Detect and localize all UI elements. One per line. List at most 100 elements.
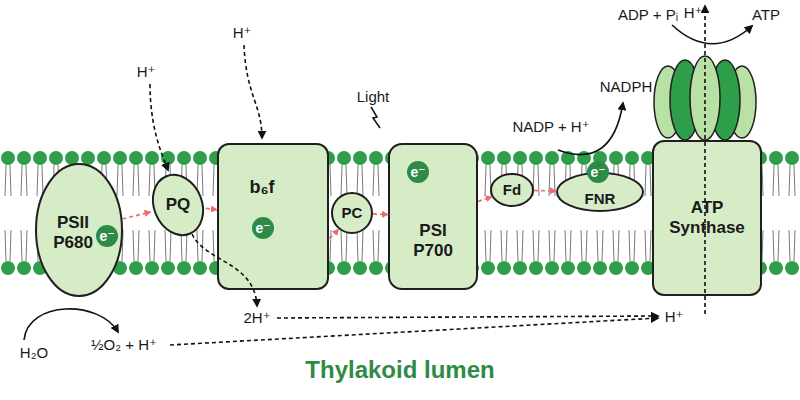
lipid-head <box>529 151 543 165</box>
chemical-label: H₂O <box>20 344 48 361</box>
lipid-tail <box>330 165 331 196</box>
lipid-tail <box>549 230 550 261</box>
lipid-tail <box>554 165 555 196</box>
proton-arrow <box>150 84 168 170</box>
lipid-tail <box>762 230 763 261</box>
reaction-arrow <box>672 25 752 44</box>
lipid-tail <box>789 165 790 196</box>
electron-path <box>329 229 338 237</box>
lipid-head <box>193 151 207 165</box>
lipid-head <box>129 261 143 275</box>
lipid-tail <box>485 230 486 261</box>
lipid-tail <box>794 230 795 261</box>
lipid-tail <box>10 230 11 261</box>
electron-label: e⁻ <box>590 164 605 181</box>
proton-arrow <box>244 45 262 138</box>
lipid-head <box>49 151 63 165</box>
lipid-tail <box>618 230 619 261</box>
lipid-head <box>81 151 95 165</box>
protein-complex: PQ <box>150 172 206 238</box>
lipid-tail <box>581 230 582 261</box>
lipid-tail <box>773 230 774 261</box>
shape-fill <box>491 174 533 206</box>
lipid-head <box>161 151 175 165</box>
lipid-tail <box>138 230 139 261</box>
lipid-tail <box>762 165 763 196</box>
lipid-head <box>561 261 575 275</box>
lipid-head <box>577 261 591 275</box>
chemical-label: H⁺ <box>233 24 252 42</box>
lipid-tail <box>506 230 507 261</box>
lipid-tail <box>378 165 379 196</box>
shape-fill <box>252 217 274 239</box>
lipid-tail <box>10 165 11 196</box>
lipid-tail <box>213 165 214 196</box>
lipid-tail <box>346 230 347 261</box>
lipid-head <box>177 151 191 165</box>
proton-arrow <box>192 234 257 306</box>
lipid-head <box>369 261 383 275</box>
lipid-tail <box>602 230 603 261</box>
lipid-head <box>529 261 543 275</box>
chemical-label: NADP + H⁺ <box>512 118 589 136</box>
lipid-tail <box>789 230 790 261</box>
lipid-tail <box>21 165 22 196</box>
lipid-tail <box>117 165 118 196</box>
lipid-head <box>17 151 31 165</box>
lipid-head <box>481 151 495 165</box>
proton-arrow <box>277 316 658 318</box>
chemical-label: ADP + Pᵢ <box>618 6 678 23</box>
shape-fill <box>332 193 372 233</box>
lipid-tail <box>490 230 491 261</box>
electron-label: e⁻ <box>99 228 114 245</box>
lipid-tail <box>357 165 358 196</box>
lipid-tail <box>357 230 358 261</box>
lipid-head <box>497 151 511 165</box>
complex-name: ATP Synthase <box>660 198 755 239</box>
lipid-head <box>577 151 591 165</box>
light-bolt <box>371 107 380 128</box>
lipid-tail <box>533 230 534 261</box>
lipid-head <box>353 151 367 165</box>
lipid-head <box>17 261 31 275</box>
head-lobe <box>690 56 720 140</box>
lipid-head <box>625 151 639 165</box>
electron-path <box>206 208 217 209</box>
complex-name: FNR <box>585 190 616 208</box>
lipid-tail <box>650 230 651 261</box>
shape-fill <box>407 161 429 183</box>
protein-complex: PSII P680e⁻ <box>35 163 123 297</box>
lipid-tail <box>122 165 123 196</box>
lipid-tail <box>570 230 571 261</box>
lipid-tail <box>341 230 342 261</box>
lipid-tail <box>362 230 363 261</box>
lipid-head <box>785 261 799 275</box>
lipid-tail <box>645 165 646 196</box>
chemical-label: Light <box>357 88 390 105</box>
atp-synthase-head <box>654 56 756 140</box>
lipid-head <box>561 151 575 165</box>
electron-marker: e⁻ <box>251 216 275 240</box>
lipid-head <box>513 261 527 275</box>
chemical-label: ATP <box>752 6 780 23</box>
lipid-head <box>545 261 559 275</box>
lipid-head <box>497 261 511 275</box>
lipid-tail <box>501 230 502 261</box>
lipid-head <box>193 261 207 275</box>
lipid-head <box>129 151 143 165</box>
lipid-tail <box>133 165 134 196</box>
shape-fill <box>96 225 118 247</box>
lipid-tail <box>373 165 374 196</box>
shape-fill <box>36 164 122 296</box>
electron-label: e⁻ <box>255 220 270 237</box>
electron-label: e⁻ <box>410 164 425 181</box>
region-label: Thylakoid lumen <box>305 356 494 384</box>
electron-marker: e⁻ <box>586 160 610 184</box>
lipid-tail <box>197 230 198 261</box>
lipid-head <box>33 151 47 165</box>
lipid-head <box>481 261 495 275</box>
electron-flow <box>122 191 556 238</box>
proton-arrow <box>170 318 658 345</box>
complex-name: PSII P680 <box>47 213 99 254</box>
